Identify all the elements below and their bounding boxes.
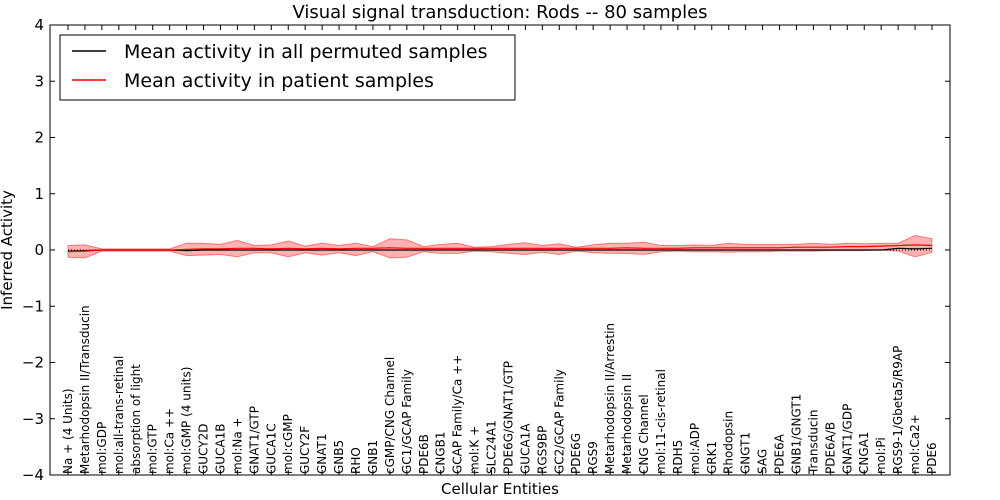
x-tick-label: CNGB1 — [434, 431, 448, 474]
x-tick-label: mol:GDP — [95, 422, 109, 474]
x-tick-label: GUCY2D — [197, 424, 211, 474]
x-tick-label: GNGT1 — [739, 432, 753, 474]
x-tick-label: GC1/GCAP Family — [400, 369, 414, 474]
x-tick-label: GC2/GCAP Family — [552, 369, 566, 474]
x-tick-label: PDE6B — [417, 434, 431, 474]
x-tick-label: Rhodopsin — [722, 411, 736, 474]
y-tick-label: −4 — [22, 466, 44, 484]
y-axis: −4 −3 −2 −1 0 1 2 3 4 — [22, 16, 950, 484]
x-tick-label: PDE6 — [925, 442, 939, 474]
x-tick-label: mol:11-cis-retinal — [654, 369, 668, 474]
x-tick-label: cGMP/CNG Channel — [383, 357, 397, 474]
x-tick-label: mol:all-trans-retinal — [112, 356, 126, 474]
y-tick-label: −1 — [22, 297, 44, 315]
x-tick-label: mol:ADP — [688, 423, 702, 474]
x-tick-label: PDE6G — [569, 433, 583, 474]
chart-title: Visual signal transduction: Rods -- 80 s… — [292, 2, 707, 23]
x-tick-label: RDH5 — [671, 440, 685, 474]
legend: Mean activity in all permuted samplesMea… — [59, 34, 516, 101]
band-area — [67, 234, 933, 259]
y-tick-label: 4 — [34, 16, 44, 34]
x-tick-label: CNGA1 — [857, 432, 871, 475]
legend-label-1: Mean activity in patient samples — [124, 70, 434, 92]
x-tick-label: RGS9 — [586, 441, 600, 474]
y-tick-label: −2 — [22, 354, 44, 372]
x-tick-label: PDE6A/B — [823, 422, 837, 474]
legend-label-0: Mean activity in all permuted samples — [124, 41, 487, 63]
x-tick-label: SLC24A1 — [485, 420, 499, 474]
x-tick-label: GNB5 — [332, 440, 346, 474]
x-tick-label: mol:cGMP — [281, 414, 295, 474]
x-tick-label: Metarhodopsin II/Arrestin — [603, 323, 617, 474]
x-tick-label: Metarhodopsin II — [620, 374, 634, 474]
y-tick-label: 2 — [34, 129, 44, 147]
x-tick-label: mol:K + — [468, 426, 482, 474]
x-tick-label: GCAP Family/Ca ++ — [451, 355, 465, 474]
x-tick-label: GNAT1/GDP — [840, 404, 854, 474]
x-tick-label: Na + (4 Units) — [61, 388, 75, 474]
legend-box — [59, 34, 516, 101]
x-tick-label: PDE6A — [773, 433, 787, 474]
x-tick-label: PDE6G/GNAT1/GTP — [501, 361, 515, 474]
x-tick-label: CNG Channel — [637, 394, 651, 474]
x-tick-label: GNAT1 — [315, 433, 329, 474]
x-tick-label: mol:GTP — [146, 424, 160, 474]
x-tick-label: GUCA1C — [264, 423, 278, 474]
x-tick-label: mol:Pi — [874, 437, 888, 474]
series-line-1 — [67, 244, 933, 253]
x-tick-label: RGS9-1/Gbeta5/R9AP — [891, 346, 905, 474]
y-tick-label: −3 — [22, 410, 44, 428]
x-tick-label: RHO — [349, 447, 363, 474]
x-tick-label: GNB1/GNGT1 — [789, 394, 803, 474]
x-tick-label: RGS9BP — [535, 426, 549, 474]
x-tick-label: absorption of light — [129, 364, 143, 474]
x-tick-label: GUCA1B — [213, 423, 227, 474]
x-tick-label: mol:GMP (4 units) — [180, 367, 194, 474]
y-axis-label: Inferred Activity — [0, 190, 16, 310]
x-tick-label: Transducin — [806, 410, 820, 475]
x-tick-label: Metarhodopsin II/Transducin — [78, 305, 92, 474]
x-tick-label: GNB1 — [366, 440, 380, 474]
x-tick-label: GRK1 — [705, 441, 719, 474]
x-tick-label: GUCY2F — [298, 426, 312, 474]
y-tick-label: 1 — [34, 185, 44, 203]
x-tick-label: mol:Ca2+ — [908, 414, 922, 474]
x-tick-label: GUCA1A — [518, 423, 532, 474]
x-axis: Na + (4 Units)Metarhodopsin II/Transduci… — [61, 25, 939, 475]
x-tick-label: SAG — [756, 449, 770, 474]
x-tick-label: mol:Na + — [230, 417, 244, 474]
y-tick-label: 0 — [34, 241, 44, 259]
y-tick-label: 3 — [34, 72, 44, 90]
x-tick-label: mol:Ca ++ — [163, 408, 177, 474]
series-line-0 — [67, 247, 933, 252]
x-tick-label: GNAT1/GTP — [247, 406, 261, 474]
x-axis-label: Cellular Entities — [441, 480, 559, 498]
